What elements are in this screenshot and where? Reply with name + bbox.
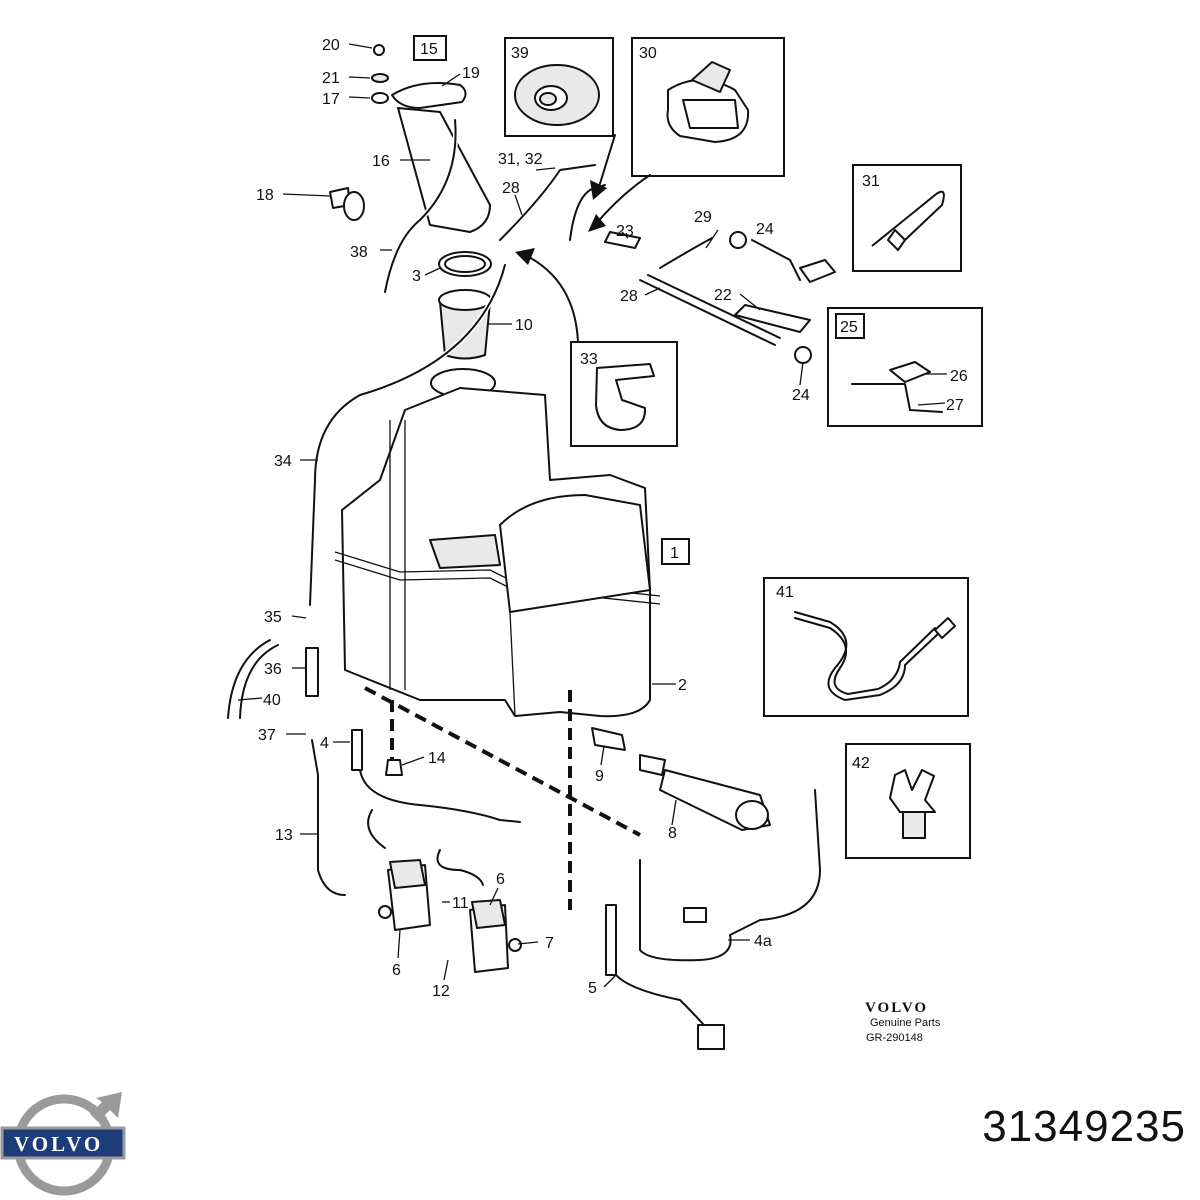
- callout-6-left: 6: [392, 962, 401, 979]
- callout-6-right: 6: [496, 871, 505, 888]
- washer-reservoir: [334, 387, 661, 718]
- callout-numbers: 20 15 21 19 17 16 18 38 3 10 34 1 35 36 …: [256, 37, 968, 1000]
- callout-4a: 4a: [754, 933, 772, 950]
- logo-word: VOLVO: [14, 1132, 103, 1156]
- callout-17: 17: [322, 91, 340, 108]
- callout-2: 2: [678, 677, 687, 694]
- callout-5: 5: [588, 980, 597, 997]
- harness-left: [359, 769, 521, 823]
- harness-4a: [639, 789, 821, 962]
- sensor-4: [351, 729, 363, 771]
- pump-right: [469, 899, 522, 973]
- callout-11: 11: [452, 895, 469, 912]
- stamp-brand: VOLVO: [865, 1000, 928, 1016]
- bolt-14: [385, 759, 403, 776]
- callout-16: 16: [372, 153, 390, 170]
- grommet-9: [591, 727, 626, 751]
- harness-5: [615, 974, 711, 1033]
- hose-40: [227, 639, 271, 719]
- hose-28-lower: [639, 279, 776, 346]
- volvo-logo: VOLVO: [0, 1092, 126, 1196]
- valve-24-upper: [729, 231, 747, 249]
- leader-lines: [237, 43, 947, 988]
- callout-28-lower: 28: [620, 288, 638, 305]
- callout-22: 22: [714, 287, 732, 304]
- callout-29: 29: [694, 209, 712, 226]
- connector-5: [697, 1024, 725, 1050]
- callout-31-32: 31, 32: [498, 151, 543, 168]
- stamp-subtitle: Genuine Parts: [870, 1017, 941, 1029]
- callout-42: 42: [852, 755, 870, 772]
- callout-24-lower: 24: [792, 387, 810, 404]
- detail-frame-33: [570, 341, 678, 447]
- callout-1: 1: [670, 545, 679, 562]
- callout-3: 3: [412, 268, 421, 285]
- genuine-parts-stamp: VOLVO Genuine Parts GR-290148: [865, 1000, 941, 1044]
- ref-box-1: [661, 538, 690, 565]
- arrow-30: [594, 174, 651, 226]
- callout-23: 23: [616, 223, 634, 240]
- callout-40: 40: [263, 692, 281, 709]
- callout-14: 14: [428, 750, 446, 767]
- callout-37: 37: [258, 727, 276, 744]
- callout-39: 39: [511, 45, 529, 62]
- callout-21: 21: [322, 70, 340, 87]
- callout-20: 20: [322, 37, 340, 54]
- stamp-code: GR-290148: [866, 1032, 923, 1044]
- callout-35: 35: [264, 609, 282, 626]
- callout-25: 25: [840, 319, 858, 336]
- valve-24-lower: [794, 346, 812, 364]
- arrow-33: [524, 254, 579, 343]
- connector-4a: [683, 907, 707, 923]
- callout-27: 27: [946, 397, 964, 414]
- callout-12: 12: [432, 983, 450, 1000]
- callout-34: 34: [274, 453, 292, 470]
- pad-22: [734, 304, 811, 333]
- detail-frame-31: [852, 164, 962, 272]
- sensor-5: [605, 904, 617, 976]
- pump-8: [639, 754, 771, 831]
- callout-7: 7: [545, 935, 554, 952]
- tee-23: [604, 231, 641, 249]
- dashed-line-left: [364, 686, 641, 837]
- callout-28-upper: 28: [502, 180, 520, 197]
- callout-24-upper: 24: [756, 221, 774, 238]
- callout-15: 15: [420, 41, 438, 58]
- callout-13: 13: [275, 827, 293, 844]
- detail-frame-30: [631, 37, 785, 177]
- pump-left: [378, 859, 431, 931]
- ref-box-15: [413, 35, 447, 61]
- detail-frame-41: [763, 577, 969, 717]
- callout-9: 9: [595, 768, 604, 785]
- callout-36: 36: [264, 661, 282, 678]
- callout-8: 8: [668, 825, 677, 842]
- callout-18: 18: [256, 187, 274, 204]
- callout-30: 30: [639, 45, 657, 62]
- ref-box-25: [835, 313, 865, 339]
- callout-10: 10: [515, 317, 533, 334]
- part-number: 31349235: [982, 1102, 1186, 1151]
- callout-26: 26: [950, 368, 968, 385]
- nozzle-upper: [799, 259, 836, 283]
- tube-36: [305, 647, 319, 697]
- detail-frame-39: [504, 37, 614, 137]
- arrow-39: [597, 134, 616, 191]
- callout-38: 38: [350, 244, 368, 261]
- filler-neck-assembly: [329, 44, 496, 398]
- callout-41: 41: [776, 584, 794, 601]
- detail-frame-42: [845, 743, 971, 859]
- callout-19: 19: [462, 65, 480, 82]
- callout-4: 4: [320, 735, 329, 752]
- callout-33: 33: [580, 351, 598, 368]
- callout-31: 31: [862, 173, 880, 190]
- hose-29: [659, 237, 713, 269]
